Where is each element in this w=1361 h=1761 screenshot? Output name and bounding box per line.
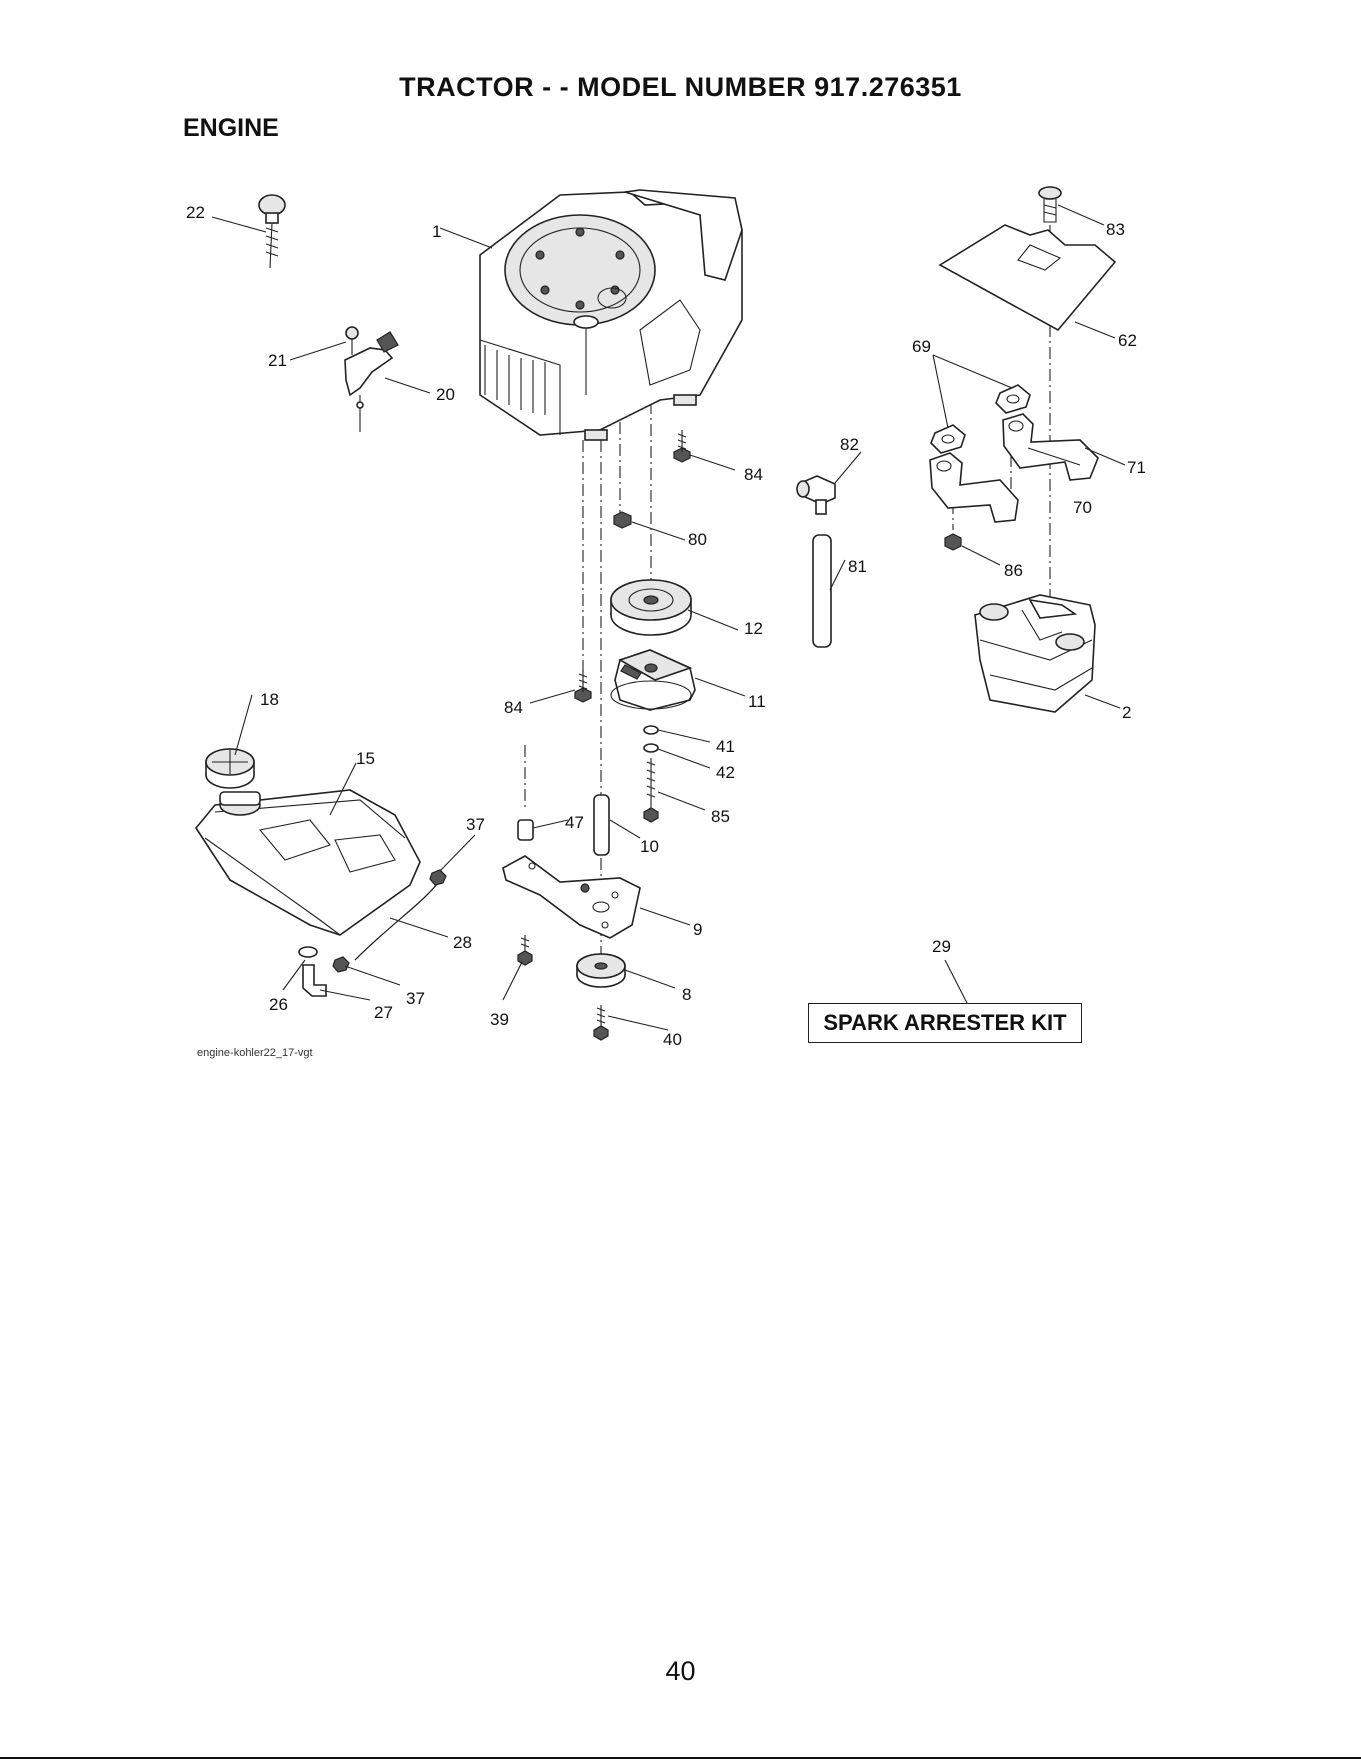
callout-2: 2 xyxy=(1122,703,1131,722)
callout-80: 80 xyxy=(688,530,707,549)
callout-37-upper: 37 xyxy=(466,815,485,834)
callout-82: 82 xyxy=(840,435,859,454)
spark-arrester-kit-label: SPARK ARRESTER KIT xyxy=(808,1003,1082,1043)
callout-40: 40 xyxy=(663,1030,682,1049)
fuel-tank-part xyxy=(196,790,420,935)
breather-fitting-part xyxy=(797,476,835,647)
callout-28: 28 xyxy=(453,933,472,952)
callout-83: 83 xyxy=(1106,220,1125,239)
callout-37-lower: 37 xyxy=(406,989,425,1008)
clamp-37-lower xyxy=(333,957,349,972)
callout-1: 1 xyxy=(432,222,441,241)
callout-11: 11 xyxy=(748,692,766,711)
callout-20: 20 xyxy=(436,385,455,404)
fuel-cap-part xyxy=(206,749,254,788)
exhaust-nut-part xyxy=(945,534,961,550)
idler-pulley-part xyxy=(577,954,625,987)
callout-71: 71 xyxy=(1127,458,1146,477)
callout-41: 41 xyxy=(716,737,735,756)
callout-70: 70 xyxy=(1073,498,1092,517)
callout-9: 9 xyxy=(693,920,702,939)
pto-clutch-part xyxy=(611,650,695,710)
engine-pulley-part xyxy=(611,580,691,635)
callout-69: 69 xyxy=(912,337,931,356)
washers-part xyxy=(644,726,658,752)
callout-85: 85 xyxy=(711,807,730,826)
callout-26: 26 xyxy=(269,995,288,1014)
callout-39: 39 xyxy=(490,1010,509,1029)
clutch-bolt-part xyxy=(644,758,658,822)
callout-21: 21 xyxy=(268,351,287,370)
clamp-37-upper xyxy=(430,870,446,885)
callout-86: 86 xyxy=(1004,561,1023,580)
bolt-84-upper xyxy=(674,430,690,462)
bracket-bolt-part xyxy=(518,935,532,965)
callout-12: 12 xyxy=(744,619,763,638)
heat-shield-part xyxy=(940,187,1115,330)
spacer-47-part xyxy=(518,820,533,840)
callout-22: 22 xyxy=(186,203,205,222)
callout-15: 15 xyxy=(356,749,375,768)
bolt-84-lower xyxy=(575,670,591,702)
pulley-bolt-part xyxy=(594,1005,608,1040)
callout-18: 18 xyxy=(260,690,279,709)
fuel-fitting-part xyxy=(299,947,326,996)
callout-84-upper: 84 xyxy=(744,465,763,484)
callout-47: 47 xyxy=(565,813,584,832)
callout-42: 42 xyxy=(716,763,735,782)
mounting-bracket-part xyxy=(503,856,640,938)
callout-81: 81 xyxy=(848,557,867,576)
callout-62: 62 xyxy=(1118,331,1137,350)
callout-10: 10 xyxy=(640,837,659,856)
page-number: 40 xyxy=(0,1656,1361,1687)
callout-29: 29 xyxy=(932,937,951,956)
nut-80-part xyxy=(614,512,631,528)
callout-27: 27 xyxy=(374,1003,393,1022)
engine-block-part xyxy=(480,190,742,440)
spacer-10-part xyxy=(594,795,609,855)
callout-8: 8 xyxy=(682,985,691,1004)
diagram-file-caption: engine-kohler22_17-vgt xyxy=(197,1047,313,1059)
callout-84-lower: 84 xyxy=(504,698,523,717)
muffler-part xyxy=(975,595,1095,712)
bottom-rule xyxy=(0,1757,1361,1759)
